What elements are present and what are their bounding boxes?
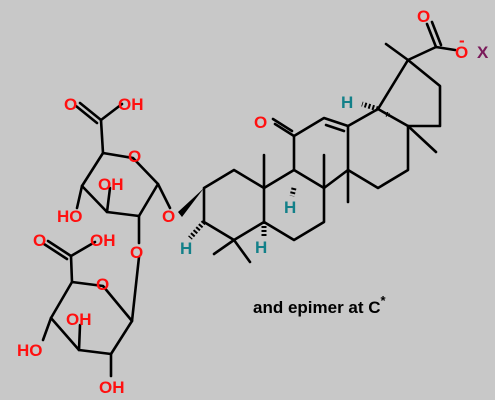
atom-oh-c2-lower: OH xyxy=(99,378,125,397)
atom-o-ring-upper: O xyxy=(128,147,141,166)
atom-o-carbonyl-lower: O xyxy=(33,231,46,250)
atom-oh-c3-lower: OH xyxy=(66,310,92,329)
bond-c-hydroxyl xyxy=(99,102,124,122)
ring-c-double-bond xyxy=(324,123,346,133)
bond-carboxylate-o xyxy=(434,45,457,52)
epimer-caption: and epimer at C* xyxy=(253,293,387,317)
atom-o-ring-lower: O xyxy=(96,275,109,294)
bond-anomeric-o xyxy=(156,182,172,210)
atom-h-c18: H xyxy=(341,93,353,112)
bond-carboxylate-co-double xyxy=(430,20,443,47)
ring-c xyxy=(292,116,350,190)
ring-a xyxy=(202,168,266,242)
bonds xyxy=(41,20,457,378)
wedge-c3-o xyxy=(178,188,204,217)
bond-anomeric-link xyxy=(130,255,141,323)
atom-oh-c3-upper: OH xyxy=(98,175,124,194)
counterion-x: X xyxy=(477,43,489,62)
bond-c3-oh xyxy=(105,186,112,214)
atom-o-carboxylate-double: O xyxy=(417,7,430,26)
methyl-c4b xyxy=(232,238,252,264)
hash-c9-h xyxy=(289,187,297,197)
ring-e xyxy=(376,58,442,128)
epimer-caption-text: and epimer at C xyxy=(253,298,381,317)
bond-c5-carboxyl xyxy=(99,118,105,155)
atom-h-c9: H xyxy=(284,198,296,217)
atom-o-keto: O xyxy=(254,113,267,132)
bond-c11-keto-double xyxy=(271,117,294,133)
bond-carboxylate-co xyxy=(425,22,438,49)
bond-c-carbonyl-o xyxy=(78,101,103,122)
ring-d xyxy=(346,107,410,190)
hash-c3-h xyxy=(188,220,206,240)
bond-c3-oh-2 xyxy=(77,323,82,352)
atom-oh-carboxyl-upper: OH xyxy=(118,95,144,114)
bond-c4-oh xyxy=(75,184,84,210)
methyl-c20 xyxy=(384,42,410,62)
atom-o-interglycosidic: O xyxy=(130,243,143,262)
bond-c5-carboxyl-2 xyxy=(69,254,74,284)
methyl-c17 xyxy=(406,124,438,154)
ring-b xyxy=(262,168,326,242)
atom-o-carbonyl-upper: O xyxy=(64,95,77,114)
bond-c4-oh-2 xyxy=(41,316,53,342)
atom-ho-c4-upper: HO xyxy=(57,207,83,226)
atom-o-glycosidic: O xyxy=(162,207,175,226)
charge-minus: - xyxy=(459,31,465,50)
atom-h-c3: H xyxy=(180,239,192,258)
epimer-caption-star: * xyxy=(381,293,387,308)
bond-c-hydroxyl-2 xyxy=(69,240,97,258)
atom-ho-c4-lower: HO xyxy=(17,341,43,360)
bond-c11-keto xyxy=(273,122,296,138)
atom-h-c5: H xyxy=(255,238,267,257)
bond-c-carbonyl-o-2 xyxy=(46,239,73,258)
bond-c-carbonyl-o-2-double xyxy=(42,242,69,261)
hash-c18-h xyxy=(361,101,379,112)
atom-oh-carboxyl-lower: OH xyxy=(90,231,116,250)
methyl-c4a xyxy=(212,238,236,256)
atom-o-carboxylate-single: O xyxy=(455,43,468,62)
bond-c-carbonyl-o-double xyxy=(74,104,99,125)
lower-sugar-ring xyxy=(49,280,134,356)
bond-c20-carboxylate xyxy=(406,45,438,62)
stereocenter-star: * xyxy=(385,109,391,124)
